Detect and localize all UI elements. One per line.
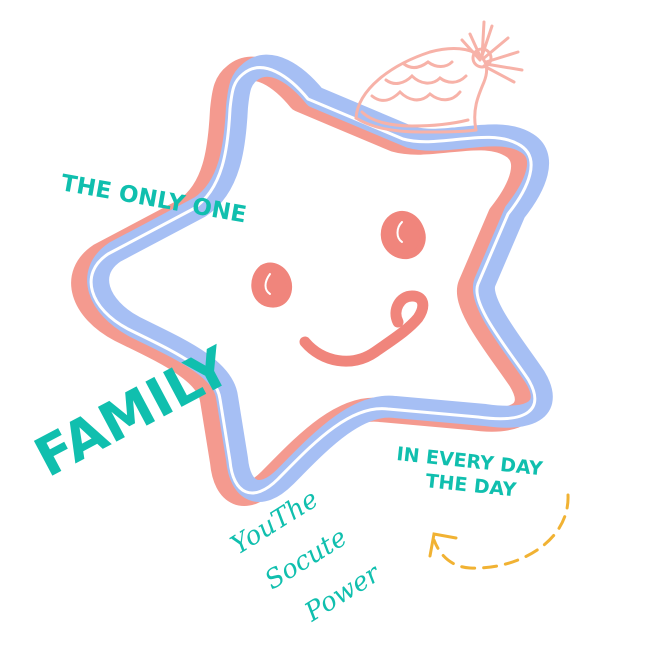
star-white-line (89, 66, 537, 495)
star-blue-outline (87, 54, 553, 502)
smile (299, 290, 429, 367)
right-eye-shine (396, 221, 403, 243)
star-character (71, 54, 553, 506)
star-face (251, 211, 429, 367)
left-eye (251, 262, 292, 308)
dashed-arrow-icon (428, 493, 570, 570)
pom-pom-hat-icon (354, 20, 524, 134)
right-eye (380, 211, 426, 259)
left-eye-shine (264, 273, 271, 295)
